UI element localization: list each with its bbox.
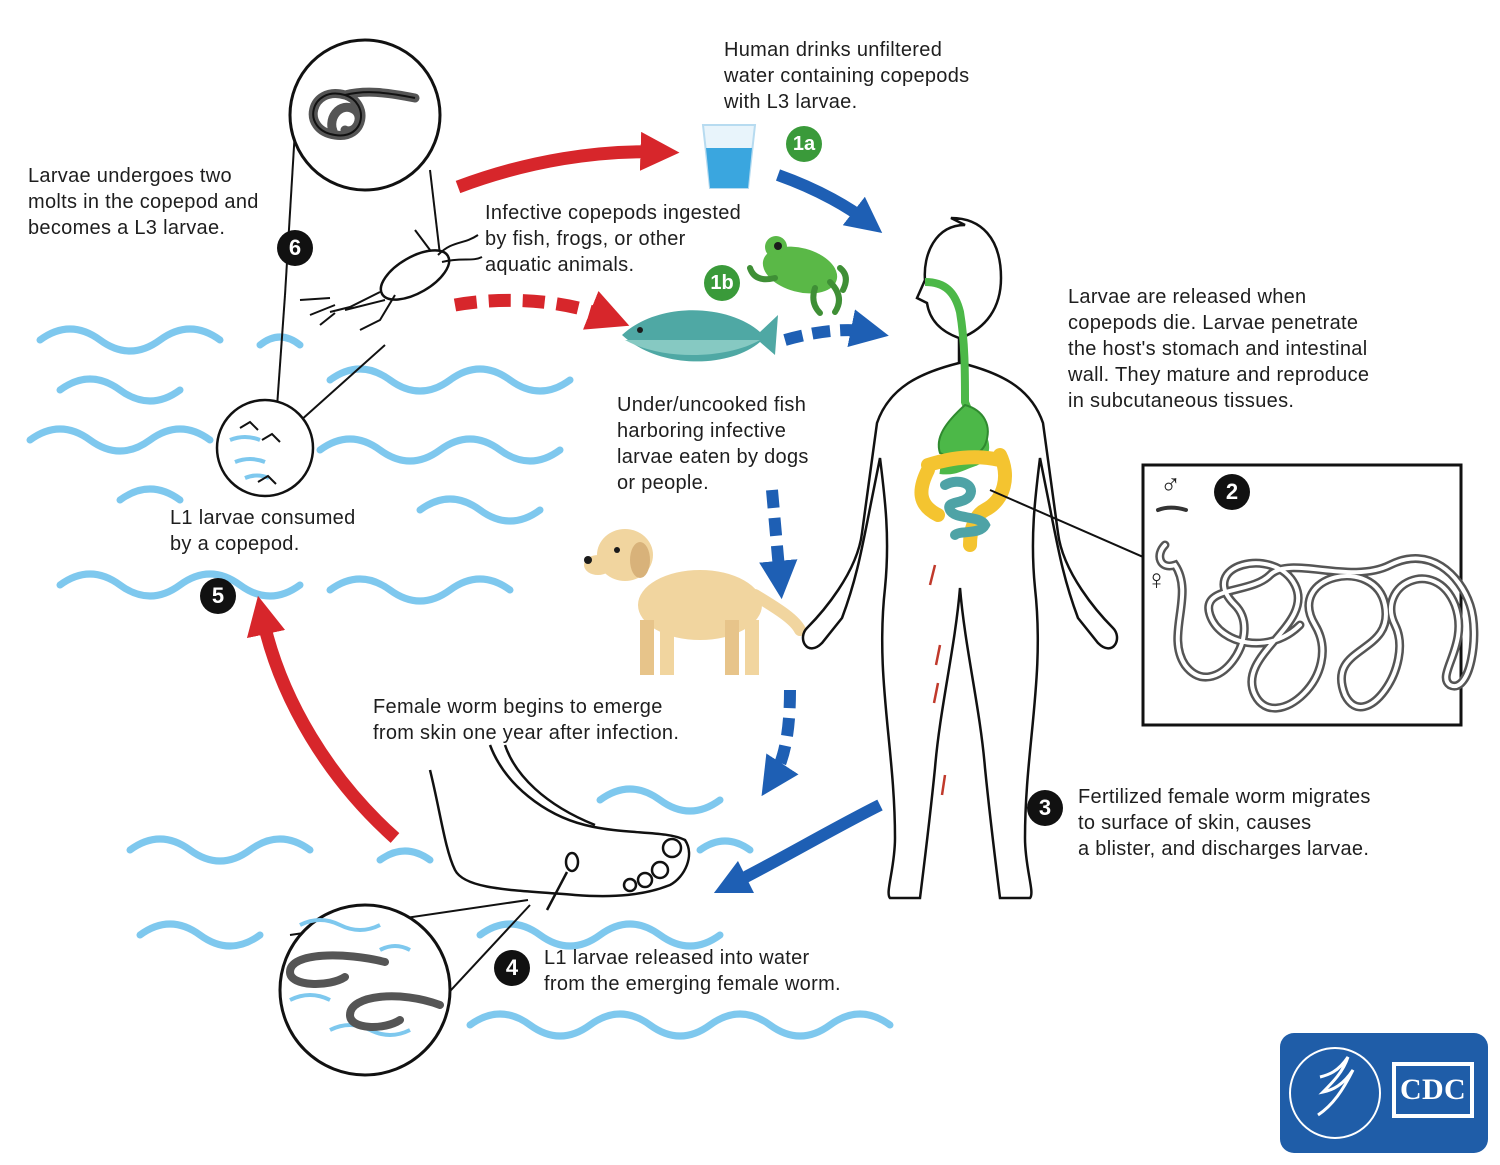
- step-5-badge: 5: [200, 578, 236, 614]
- blue-dashed-arrow-fish-to-dog: [759, 489, 798, 600]
- copepod-worm-magnifier: [284, 38, 442, 296]
- water-waves-bottom: [126, 785, 894, 1040]
- blue-arrows: [713, 169, 889, 894]
- cdc-logo-text: CDC: [1400, 1073, 1466, 1106]
- label-larvae-released: Larvae are released when copepods die. L…: [1068, 286, 1370, 412]
- red-arrow-to-step5: [246, 595, 400, 843]
- red-arrows: [246, 131, 680, 843]
- label-undercooked-fish: Under/uncooked fish harboring infective …: [617, 394, 809, 494]
- label-copepods-ingested: Infective copepods ingested by fish, fro…: [485, 202, 742, 276]
- red-arrow-to-glass: [455, 131, 680, 194]
- label-l1-released: L1 larvae released into water from the e…: [544, 947, 841, 995]
- digestive-tract-icon: [914, 278, 1012, 552]
- blue-arrow-glass-to-human: [775, 169, 883, 234]
- blue-arrow-human-to-foot: [713, 799, 883, 894]
- foot-icon: [428, 744, 691, 911]
- female-symbol: ♀: [1146, 564, 1168, 595]
- red-dashed-arrow-to-fish: [453, 290, 630, 330]
- dog-icon: [584, 529, 806, 675]
- blue-dashed-arrow-fish-to-human: [783, 309, 889, 348]
- copepod-icon: [299, 229, 483, 331]
- fish-icon: [622, 310, 778, 362]
- label-larvae-molts: Larvae undergoes two molts in the copepo…: [28, 165, 259, 239]
- l1-larvae-magnifier: [278, 899, 531, 1077]
- step-1a-badge: 1a: [786, 126, 822, 162]
- label-female-emerge: Female worm begins to emerge from skin o…: [373, 696, 680, 744]
- water-glass-icon: [701, 124, 757, 189]
- worms-icon: [1141, 463, 1479, 727]
- step-4-badge: 4: [494, 950, 530, 986]
- worm-box-pointer: [989, 489, 1151, 561]
- worm-tracks-leg: [928, 564, 947, 796]
- label-l1-consumed: L1 larvae consumed by a copepod.: [170, 507, 356, 555]
- label-human-drinks: Human drinks unfiltered water containing…: [724, 39, 970, 113]
- blue-dashed-arrow-dog-to-foot: [761, 689, 799, 797]
- frog-icon: [747, 236, 849, 316]
- male-symbol: ♂: [1160, 469, 1182, 500]
- water-waves-left: [26, 325, 574, 605]
- cdc-logo: [1280, 1033, 1488, 1153]
- step-6-badge: 6: [277, 230, 313, 266]
- step-3-badge: 3: [1027, 790, 1063, 826]
- l1-copepod-circle: [215, 294, 386, 498]
- human-body-icon: [801, 216, 1119, 900]
- label-fertilized-female: Fertilized female worm migrates to surfa…: [1078, 786, 1371, 860]
- step-1b-badge: 1b: [704, 265, 740, 301]
- hhs-eagle-icon: [1317, 1056, 1355, 1117]
- step-2-badge: 2: [1214, 474, 1250, 510]
